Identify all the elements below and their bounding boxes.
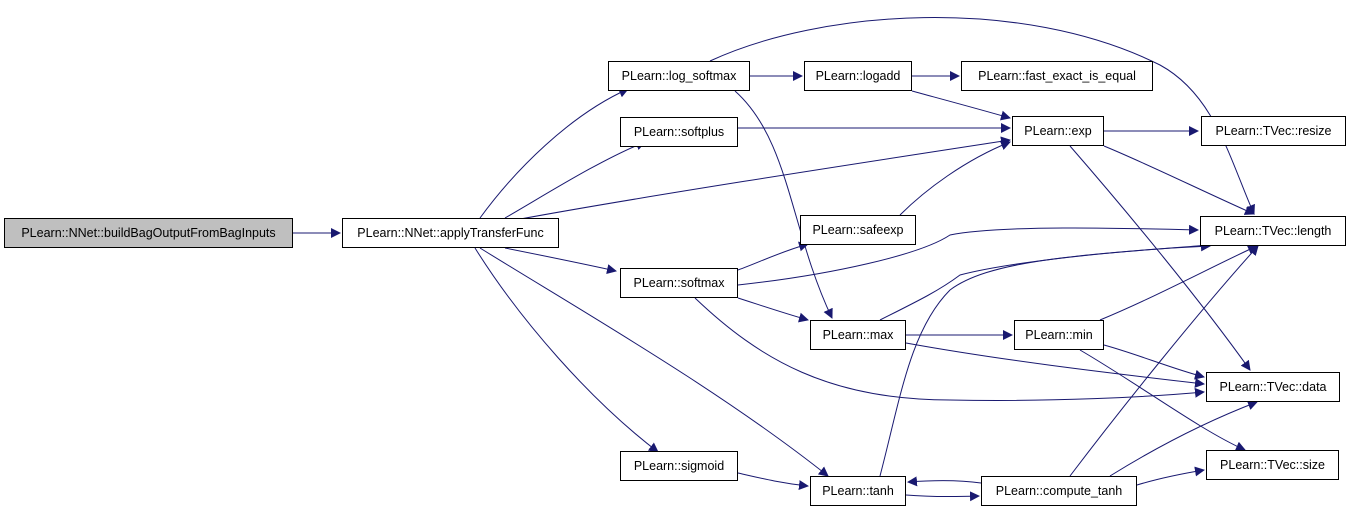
- edge-softmax-to-safeexp: [737, 241, 809, 271]
- edge-softmax-to-length: [737, 224, 1199, 286]
- edge-apply-to-exp: [514, 136, 1011, 221]
- edge-ctanh-to-size: [1136, 466, 1205, 486]
- edge-apply-to-softplus: [504, 140, 646, 219]
- edge-apply-to-softmax: [504, 247, 617, 274]
- edge-tanh-to-length: [879, 240, 1211, 477]
- edge-sigmoid-to-tanh: [737, 472, 809, 491]
- edge-logadd-to-exp: [911, 90, 1011, 121]
- edge-exp-to-data: [1069, 145, 1251, 371]
- node-min[interactable]: PLearn::min: [1014, 320, 1104, 350]
- node-safeexp[interactable]: PLearn::safeexp: [800, 215, 916, 245]
- node-softmax[interactable]: PLearn::softmax: [620, 268, 738, 298]
- node-logadd[interactable]: PLearn::logadd: [804, 61, 912, 91]
- node-build-bag-output: PLearn::NNet::buildBagOutputFromBagInput…: [4, 218, 293, 248]
- edge-logsm-to-length: [709, 17, 1255, 215]
- edge-exp-to-length: [1103, 145, 1255, 215]
- edge-safeexp-to-exp: [899, 140, 1011, 216]
- node-apply-transfer-func[interactable]: PLearn::NNet::applyTransferFunc: [342, 218, 559, 248]
- edge-ctanh-to-data: [1109, 400, 1258, 477]
- edge-apply-to-tanh: [479, 247, 829, 477]
- edge-min-to-data: [1103, 344, 1205, 380]
- node-log-softmax[interactable]: PLearn::log_softmax: [608, 61, 750, 91]
- edge-apply-to-logsm: [479, 88, 629, 219]
- node-compute-tanh[interactable]: PLearn::compute_tanh: [981, 476, 1137, 506]
- node-softplus[interactable]: PLearn::softplus: [620, 117, 738, 147]
- edge-max-to-data: [905, 342, 1205, 388]
- edge-softmax-to-max: [737, 297, 809, 323]
- node-sigmoid[interactable]: PLearn::sigmoid: [620, 451, 738, 481]
- node-fast-exact-is-equal[interactable]: PLearn::fast_exact_is_equal: [961, 61, 1153, 91]
- node-max[interactable]: PLearn::max: [810, 320, 906, 350]
- edge-min-to-size: [1079, 349, 1246, 451]
- edge-ctanh-to-length: [1069, 245, 1259, 477]
- edge-max-to-length: [879, 241, 1211, 321]
- node-tvec-resize[interactable]: PLearn::TVec::resize: [1201, 116, 1346, 146]
- node-tvec-size[interactable]: PLearn::TVec::size: [1206, 450, 1339, 480]
- edge-logsm-to-max: [734, 90, 833, 319]
- node-tvec-length[interactable]: PLearn::TVec::length: [1200, 216, 1346, 246]
- node-tvec-data[interactable]: PLearn::TVec::data: [1206, 372, 1340, 402]
- node-tanh[interactable]: PLearn::tanh: [810, 476, 906, 506]
- node-exp[interactable]: PLearn::exp: [1012, 116, 1104, 146]
- edge-ctanh-to-tanh: [907, 476, 982, 487]
- edge-tanh-to-ctanh: [905, 491, 980, 502]
- edge-softmax-to-data: [694, 297, 1205, 401]
- edge-min-to-length: [1099, 245, 1258, 321]
- edge-apply-to-sigmoid: [474, 247, 659, 453]
